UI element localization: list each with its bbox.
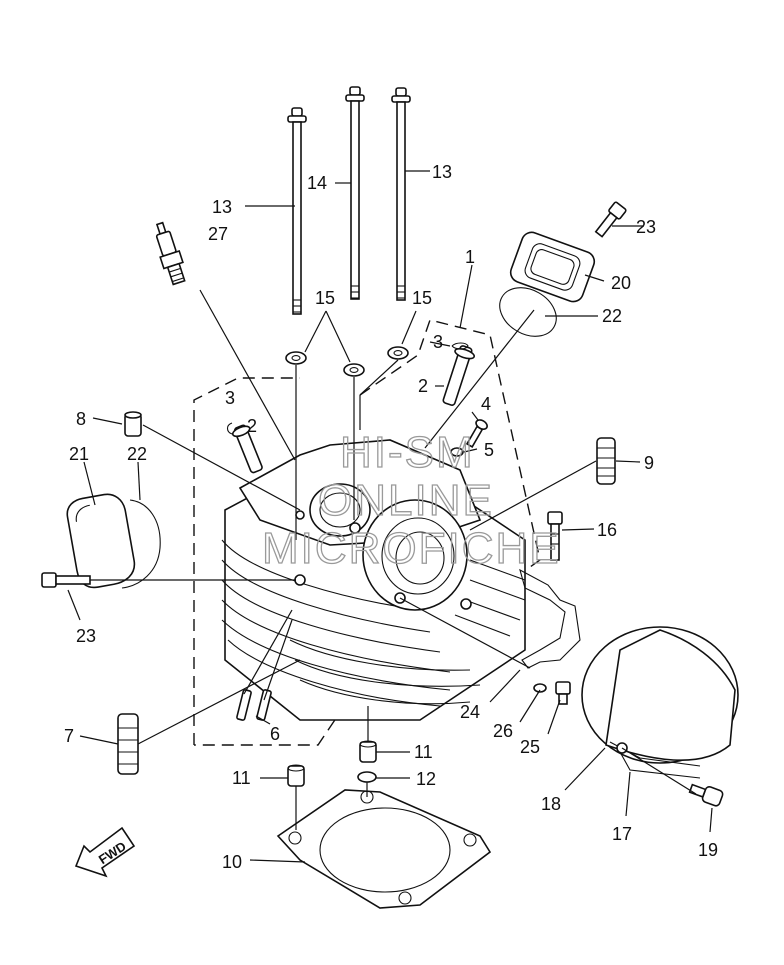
head-bolt-13-right bbox=[391, 87, 411, 301]
callout-4: 4 bbox=[481, 394, 491, 414]
callout-20: 20 bbox=[611, 273, 631, 293]
callout-11-left: 11 bbox=[232, 768, 251, 788]
stud-9 bbox=[596, 437, 616, 485]
watermark-line-1: HI-SM bbox=[340, 428, 475, 477]
washer-15-mid bbox=[343, 363, 365, 377]
head-gasket-10 bbox=[276, 789, 492, 909]
callout-25: 25 bbox=[520, 737, 540, 757]
valve-guide-left bbox=[231, 424, 263, 474]
callout-13-left: 13 bbox=[212, 197, 232, 217]
callout-3-left: 3 bbox=[225, 388, 235, 408]
callout-13-right: 13 bbox=[432, 162, 452, 182]
callout-14: 14 bbox=[307, 173, 327, 193]
callout-9: 9 bbox=[644, 453, 654, 473]
plug-8 bbox=[124, 411, 142, 437]
watermark-line-3: MICROFICHE bbox=[262, 524, 561, 573]
callout-18: 18 bbox=[541, 794, 561, 814]
leader-lines bbox=[67, 170, 713, 863]
circlip-right bbox=[451, 342, 469, 350]
intake-joint-20 bbox=[509, 231, 596, 303]
callout-27: 27 bbox=[208, 224, 228, 244]
callout-2-left: 2 bbox=[247, 416, 257, 436]
callout-11-right: 11 bbox=[414, 742, 433, 762]
callout-21: 21 bbox=[69, 444, 89, 464]
spark-plug bbox=[155, 221, 186, 286]
callout-17: 17 bbox=[612, 824, 632, 844]
callouts: 1 2 2 3 3 4 5 6 7 8 9 10 11 11 12 13 13 … bbox=[64, 162, 718, 872]
callout-26: 26 bbox=[493, 721, 513, 741]
callout-23-top: 23 bbox=[636, 217, 656, 237]
dowel-11-right bbox=[359, 740, 377, 763]
callout-15-right: 15 bbox=[412, 288, 432, 308]
circlip-left bbox=[226, 422, 233, 435]
callout-15-left: 15 bbox=[315, 288, 335, 308]
callout-19: 19 bbox=[698, 840, 718, 860]
callout-10: 10 bbox=[222, 852, 242, 872]
stud-7 bbox=[117, 713, 139, 775]
forward-direction-arrow: FWD bbox=[74, 826, 136, 878]
bolt-23-top bbox=[594, 201, 627, 238]
washer-15-left bbox=[285, 351, 307, 365]
head-bolt-13-left bbox=[287, 107, 307, 315]
cover-edge-17 bbox=[619, 751, 701, 779]
callout-3-right: 3 bbox=[433, 332, 443, 352]
cylinder-head bbox=[221, 439, 526, 721]
gasket-24 bbox=[519, 568, 581, 669]
dowel-11-left bbox=[287, 764, 305, 787]
bolt-25 bbox=[555, 681, 571, 705]
callout-22-right: 22 bbox=[602, 306, 622, 326]
callout-23-left: 23 bbox=[76, 626, 96, 646]
callout-24: 24 bbox=[460, 702, 480, 722]
watermark: HI-SM ONLINE MICROFICHE bbox=[261, 427, 561, 573]
callout-16: 16 bbox=[597, 520, 617, 540]
washer-26 bbox=[533, 683, 547, 693]
washer-15-right bbox=[387, 346, 409, 360]
callout-6: 6 bbox=[270, 724, 280, 744]
callout-7: 7 bbox=[64, 726, 74, 746]
washer-12 bbox=[357, 771, 377, 783]
bolt-16 bbox=[547, 511, 563, 561]
watermark-line-2: ONLINE bbox=[318, 476, 494, 525]
callout-5: 5 bbox=[484, 440, 494, 460]
callout-2-right: 2 bbox=[418, 376, 428, 396]
screw-4 bbox=[465, 419, 488, 448]
dowel-5 bbox=[450, 447, 464, 457]
valve-cover-21 bbox=[66, 493, 136, 589]
callout-8: 8 bbox=[76, 409, 86, 429]
valve-guide-right bbox=[442, 345, 475, 406]
gasket-22-left bbox=[121, 499, 161, 589]
side-cover-18 bbox=[581, 626, 739, 767]
head-bolt-14 bbox=[345, 86, 365, 300]
bolt-19 bbox=[688, 783, 724, 807]
callout-1: 1 bbox=[465, 247, 475, 267]
callout-22-left: 22 bbox=[127, 444, 147, 464]
callout-12: 12 bbox=[416, 769, 436, 789]
